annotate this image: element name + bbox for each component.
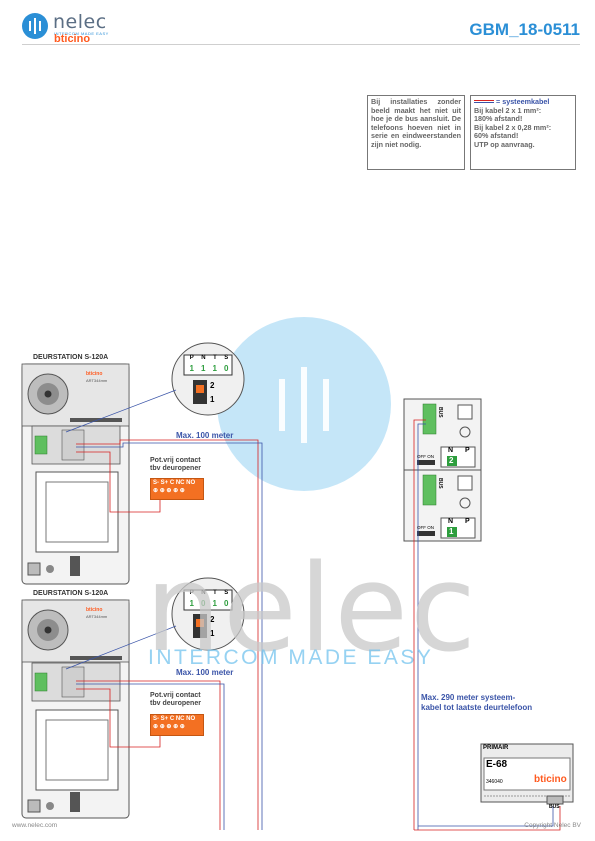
- phone-1-p-label: P: [465, 447, 470, 454]
- cable-note: = systeemkabel Bij kabel 2 x 1 mm²: 180%…: [470, 95, 576, 170]
- station-1-brand: bticino: [86, 371, 103, 377]
- phone-2-bus-label: BUS: [437, 478, 443, 489]
- phone-1-bus-label: BUS: [437, 407, 443, 418]
- watermark-word: nelec: [145, 540, 479, 679]
- installation-note: Bij installaties zonder beeld maakt het …: [367, 95, 465, 170]
- psu-part-number: 346040: [486, 779, 503, 785]
- station-1-model: ART344mm: [86, 378, 108, 383]
- max-cable-note: Max. 290 meter systeem- kabel tot laatst…: [421, 693, 533, 712]
- cable-line: 180% afstand!: [474, 114, 523, 123]
- station-1-terminal-block: S- S+ C NC NO ⊕ ⊕ ⊕ ⊕ ⊕: [150, 478, 204, 500]
- nelec-logo-icon: [22, 13, 48, 39]
- config-circle-1: [171, 342, 245, 416]
- cable-title-text: = systeemkabel: [496, 97, 550, 106]
- phone-1-n-value: 2: [449, 456, 454, 465]
- document-number: GBM_18-0511: [469, 20, 580, 39]
- station-2-label: DEURSTATION S-120A: [33, 590, 109, 597]
- station-2-distance: Max. 100 meter: [176, 668, 234, 677]
- phone-2-n-value: 1: [449, 527, 454, 536]
- brand-partner: bticino: [54, 33, 91, 45]
- brand-tagline: INTERCOM MADE EASY: [54, 31, 109, 36]
- header-divider: [22, 44, 580, 45]
- phone-2-n-label: N: [448, 518, 454, 525]
- cable-line: Bij kabel 2 x 1 mm²:: [474, 105, 542, 115]
- phone-1-switch-label: OFF ON: [417, 454, 434, 459]
- phone-2-p-label: P: [465, 518, 470, 525]
- phone-block: [403, 398, 482, 542]
- cable-line: UTP op aanvraag.: [474, 139, 535, 149]
- station-1-label: DEURSTATION S-120A: [33, 354, 109, 361]
- cable-line: 60% afstand!: [474, 131, 519, 140]
- psu-primary-label: PRIMAIR: [483, 745, 509, 751]
- config-1-dip-top: 2: [210, 381, 215, 390]
- watermark-tagline: INTERCOM MADE EASY: [148, 646, 434, 669]
- cable-line: Bij kabel 2 x 0,28 mm²:: [474, 122, 552, 132]
- station-1-contact-label: Pot.vrij contact tbv deuropener: [150, 457, 201, 472]
- config-1-dip-bottom: 1: [210, 395, 215, 404]
- station-2-brand: bticino: [86, 607, 103, 613]
- door-station-1: [21, 363, 130, 585]
- footer-copyright: Copyright Nelec BV: [524, 822, 581, 829]
- watermark-circle-icon: [217, 317, 391, 491]
- bus-wires: [76, 419, 561, 831]
- psu-model: E-68: [486, 759, 508, 770]
- cable-note-title: = systeemkabel: [474, 97, 572, 107]
- station-2-contact-label: Pot.vrij contact tbv deuropener: [150, 692, 201, 707]
- config-circle-2: [171, 577, 245, 651]
- config-2-dip-top: 2: [210, 615, 215, 624]
- cable-symbol-icon: [474, 100, 494, 103]
- config-2-dip-bottom: 1: [210, 629, 215, 638]
- psu-brand: bticino: [534, 774, 567, 785]
- phone-1-n-label: N: [448, 447, 454, 454]
- station-1-distance: Max. 100 meter: [176, 431, 234, 440]
- station-2-model: ART344mm: [86, 614, 108, 619]
- door-station-2: [21, 599, 130, 819]
- brand-name: nelec: [53, 11, 107, 33]
- phone-2-switch-label: OFF ON: [417, 525, 434, 530]
- footer-website: www.nelec.com: [12, 822, 58, 829]
- power-supply: [480, 743, 574, 805]
- psu-bus-label: BUS: [549, 804, 560, 810]
- station-2-terminal-block: S- S+ C NC NO ⊕ ⊕ ⊕ ⊕ ⊕: [150, 714, 204, 736]
